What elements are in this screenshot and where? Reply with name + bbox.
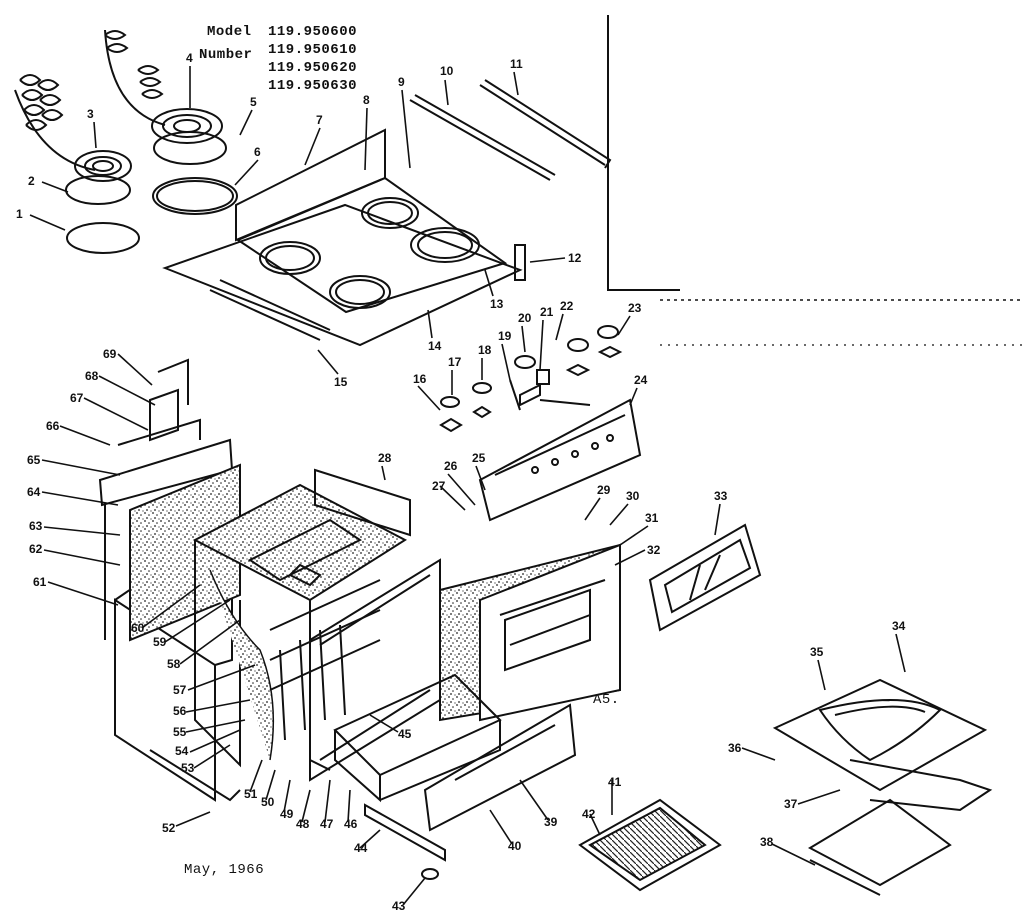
callout-59: 59 bbox=[153, 635, 167, 649]
callout-63: 63 bbox=[29, 519, 43, 533]
leader-lines bbox=[29, 66, 906, 906]
broil-pan-insert bbox=[578, 798, 722, 892]
callout-57: 57 bbox=[173, 683, 187, 697]
surface-burner-small bbox=[65, 150, 140, 254]
callout-48: 48 bbox=[296, 817, 310, 831]
callout-15: 15 bbox=[334, 375, 348, 389]
callout-4: 4 bbox=[186, 51, 193, 65]
callout-58: 58 bbox=[167, 657, 181, 671]
callout-54: 54 bbox=[175, 744, 189, 758]
oven-door bbox=[439, 543, 621, 722]
callout-49: 49 bbox=[280, 807, 294, 821]
callout-33: 33 bbox=[714, 489, 728, 503]
callout-62: 62 bbox=[29, 542, 43, 556]
section-tag: A5. bbox=[593, 692, 620, 708]
cooktop bbox=[162, 79, 612, 347]
callout-46: 46 bbox=[344, 817, 358, 831]
callout-26: 26 bbox=[444, 459, 458, 473]
door-glass bbox=[648, 523, 762, 632]
callout-35: 35 bbox=[810, 645, 824, 659]
callout-52: 52 bbox=[162, 821, 176, 835]
callout-24: 24 bbox=[634, 373, 648, 387]
callout-67: 67 bbox=[70, 391, 84, 405]
callout-69: 69 bbox=[103, 347, 117, 361]
callout-9: 9 bbox=[398, 75, 405, 89]
callout-22: 22 bbox=[560, 299, 574, 313]
storage-drawer bbox=[333, 673, 577, 862]
callout-18: 18 bbox=[478, 343, 492, 357]
callout-42: 42 bbox=[582, 807, 596, 821]
callout-16: 16 bbox=[413, 372, 427, 386]
callout-53: 53 bbox=[181, 761, 195, 775]
model-label: Model bbox=[207, 24, 252, 40]
callout-65: 65 bbox=[27, 453, 41, 467]
callout-3: 3 bbox=[87, 107, 94, 121]
model-number-3: 119.950620 bbox=[268, 60, 358, 76]
callout-66: 66 bbox=[46, 419, 60, 433]
callout-numbers: 1 2 3 4 5 6 7 8 9 10 11 12 13 14 15 16 1… bbox=[16, 51, 906, 913]
callout-28: 28 bbox=[378, 451, 392, 465]
callout-12: 12 bbox=[568, 251, 582, 265]
oven-cavity bbox=[192, 468, 411, 771]
callout-20: 20 bbox=[518, 311, 532, 325]
callout-30: 30 bbox=[626, 489, 640, 503]
oven-door-frame bbox=[309, 558, 441, 782]
callout-21: 21 bbox=[540, 305, 554, 319]
callout-50: 50 bbox=[261, 795, 275, 809]
callout-51: 51 bbox=[244, 787, 258, 801]
callout-38: 38 bbox=[760, 835, 774, 849]
callout-13: 13 bbox=[490, 297, 504, 311]
callout-7: 7 bbox=[316, 113, 323, 127]
callout-55: 55 bbox=[173, 725, 187, 739]
insulation-left bbox=[129, 463, 241, 642]
callout-19: 19 bbox=[498, 329, 512, 343]
control-panel bbox=[478, 398, 642, 522]
callout-34: 34 bbox=[892, 619, 906, 633]
callout-14: 14 bbox=[428, 339, 442, 353]
callout-2: 2 bbox=[28, 174, 35, 188]
callout-27: 27 bbox=[432, 479, 446, 493]
callout-36: 36 bbox=[728, 741, 742, 755]
callout-64: 64 bbox=[27, 485, 41, 499]
model-number-4: 119.950630 bbox=[268, 78, 358, 94]
callout-1: 1 bbox=[16, 207, 23, 221]
callout-6: 6 bbox=[254, 145, 261, 159]
model-number-1: 119.950600 bbox=[268, 24, 358, 40]
callout-68: 68 bbox=[85, 369, 99, 383]
callout-10: 10 bbox=[440, 64, 454, 78]
callout-5: 5 bbox=[250, 95, 257, 109]
callout-32: 32 bbox=[647, 543, 661, 557]
callout-41: 41 bbox=[608, 775, 622, 789]
coil-springs bbox=[14, 29, 166, 171]
callout-8: 8 bbox=[363, 93, 370, 107]
model-number-2: 119.950610 bbox=[268, 42, 358, 58]
callout-45: 45 bbox=[398, 727, 412, 741]
callout-17: 17 bbox=[448, 355, 462, 369]
callout-37: 37 bbox=[784, 797, 798, 811]
callout-43: 43 bbox=[392, 899, 406, 913]
callout-23: 23 bbox=[628, 301, 642, 315]
callout-56: 56 bbox=[173, 704, 187, 718]
callout-29: 29 bbox=[597, 483, 611, 497]
callout-61: 61 bbox=[33, 575, 47, 589]
callout-60: 60 bbox=[131, 621, 145, 635]
number-label: Number bbox=[199, 47, 253, 63]
callout-47: 47 bbox=[320, 817, 334, 831]
control-knobs bbox=[439, 325, 623, 433]
callout-11: 11 bbox=[510, 57, 523, 71]
broil-element bbox=[421, 678, 993, 896]
surface-burner-large bbox=[151, 108, 238, 215]
callout-25: 25 bbox=[472, 451, 486, 465]
date-label: May, 1966 bbox=[184, 862, 265, 878]
callout-31: 31 bbox=[645, 511, 659, 525]
frame-line bbox=[607, 15, 680, 291]
